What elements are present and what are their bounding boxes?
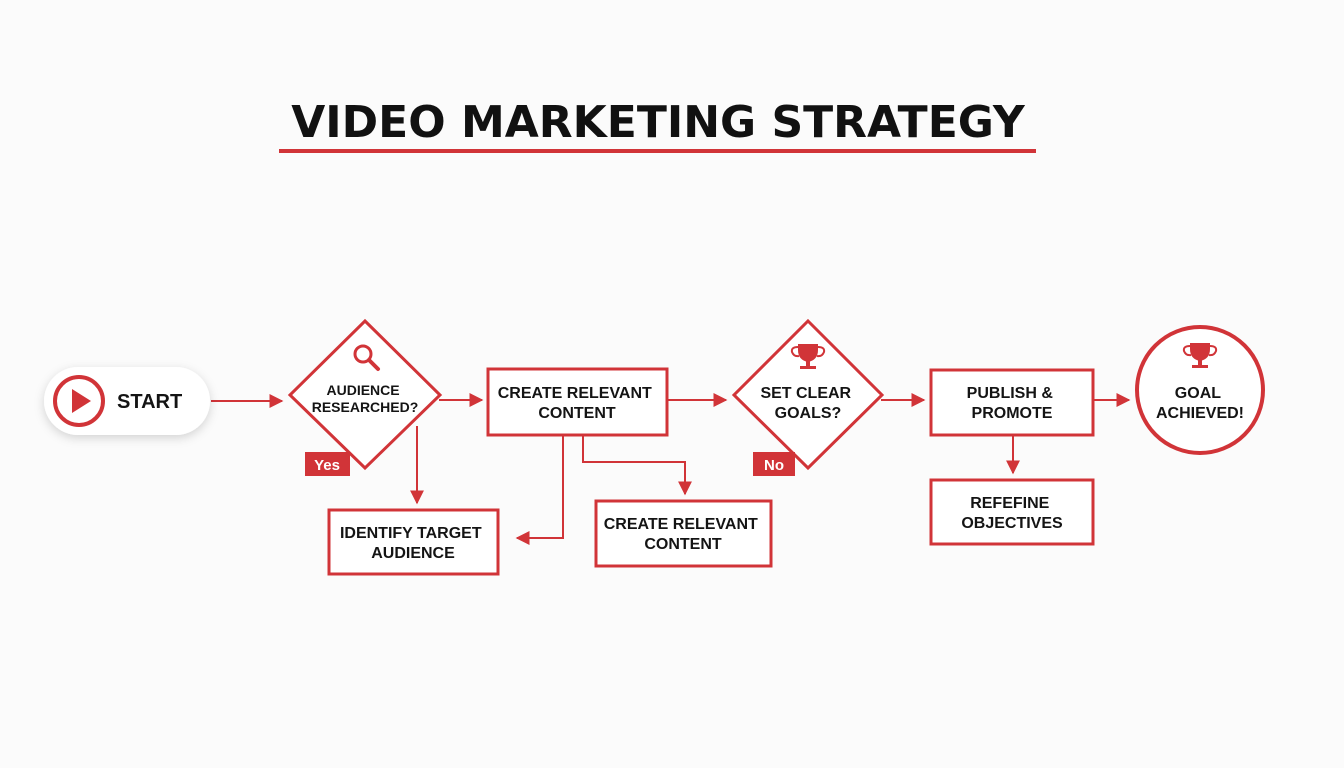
arrow-create-to-identify xyxy=(515,436,564,545)
goals-diamond xyxy=(731,318,885,471)
create-content-main-node[interactable]: CREATE RELEVANT CONTENT xyxy=(486,367,669,437)
audience-label-line-2: RESEARCHED? xyxy=(312,399,419,415)
identify-audience-line-1: IDENTIFY TARGET xyxy=(340,525,482,542)
identify-audience-label: IDENTIFY TARGET AUDIENCE xyxy=(340,525,486,562)
goals-label-line-2: GOALS? xyxy=(775,405,842,422)
create-content-main-line-2: CONTENT xyxy=(538,405,616,422)
goal-end-line-1: GOAL xyxy=(1175,385,1221,402)
publish-label-line-2: PROMOTE xyxy=(972,405,1053,422)
create-content-main-box xyxy=(486,367,669,437)
start-node[interactable]: START xyxy=(44,367,210,435)
goals-label-line-1: SET CLEAR xyxy=(760,385,851,402)
audience-decision[interactable]: AUDIENCE RESEARCHED? xyxy=(287,318,443,471)
identify-audience-box xyxy=(327,508,500,576)
publish-label-line-1: PUBLISH & xyxy=(967,385,1054,402)
create-content-main-label: CREATE RELEVANT CONTENT xyxy=(498,385,657,422)
identify-audience-line-2: AUDIENCE xyxy=(371,545,455,562)
create-content-branch-node[interactable]: CREATE RELEVANT CONTENT xyxy=(594,499,773,568)
refine-box xyxy=(929,478,1095,546)
create-content-branch-box xyxy=(594,499,773,568)
audience-label: AUDIENCE RESEARCHED? xyxy=(312,382,419,415)
identify-audience-node[interactable]: IDENTIFY TARGET AUDIENCE xyxy=(327,508,500,576)
publish-label: PUBLISH & PROMOTE xyxy=(967,385,1058,422)
page-title: VIDEO MARKETING STRATEGY xyxy=(291,97,1026,148)
refine-line-1: REFEFINE xyxy=(970,495,1049,512)
no-tag: No xyxy=(753,452,795,476)
goals-label: SET CLEAR GOALS? xyxy=(760,385,855,422)
no-tag-label: No xyxy=(764,457,784,474)
yes-tag: Yes xyxy=(305,452,350,476)
audience-label-line-1: AUDIENCE xyxy=(326,382,399,398)
trophy-icon xyxy=(1182,343,1218,368)
refine-node[interactable]: REFEFINE OBJECTIVES xyxy=(929,478,1095,546)
create-content-branch-line-2: CONTENT xyxy=(644,536,722,553)
create-content-branch-line-1: CREATE RELEVANT xyxy=(604,516,758,533)
publish-box xyxy=(929,368,1095,437)
yes-tag-label: Yes xyxy=(314,457,340,474)
goals-decision[interactable]: SET CLEAR GOALS? xyxy=(731,318,885,471)
arrow-create-to-branch xyxy=(582,436,692,496)
start-label: START xyxy=(117,391,182,413)
publish-node[interactable]: PUBLISH & PROMOTE xyxy=(929,368,1095,437)
audience-diamond xyxy=(287,318,443,471)
goal-end-circle xyxy=(1135,325,1265,455)
refine-line-2: OBJECTIVES xyxy=(961,515,1063,532)
connectors xyxy=(211,393,1131,545)
create-content-branch-label: CREATE RELEVANT CONTENT xyxy=(604,516,763,553)
create-content-main-line-1: CREATE RELEVANT xyxy=(498,385,652,402)
play-triangle xyxy=(72,389,91,413)
magnifier-icon xyxy=(353,344,380,371)
goal-end-line-2: ACHIEVED! xyxy=(1156,405,1244,422)
goal-end-node[interactable]: GOAL ACHIEVED! xyxy=(1135,325,1265,455)
trophy-icon xyxy=(790,344,826,369)
goal-end-label: GOAL ACHIEVED! xyxy=(1156,385,1244,422)
refine-label: REFEFINE OBJECTIVES xyxy=(961,495,1063,532)
